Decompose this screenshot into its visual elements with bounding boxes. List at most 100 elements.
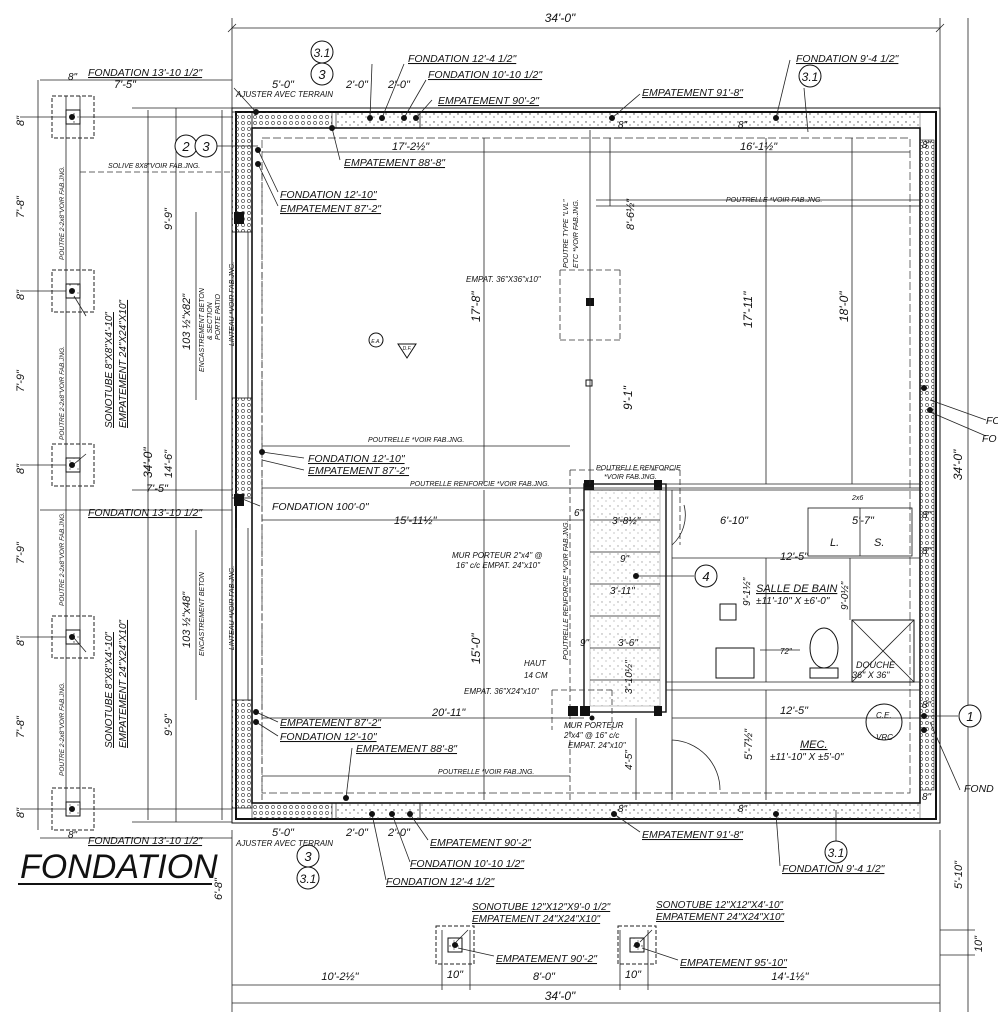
dim-9-1b: 9'-1½" (742, 577, 753, 606)
dim-20-11: 20'-11" (431, 707, 466, 719)
dim-t-8b: 8" (738, 120, 748, 131)
lbl-fond-10-10-a: FONDATION 10'-10 1/2" (428, 69, 543, 81)
lbl-poutre-v2: POUTRE 2-2x8"VOIR FAB.JNG. (59, 346, 66, 440)
lbl-sonotube-l1: SONOTUBE 8"X8"X4'-10" (104, 312, 115, 428)
lbl-cut-fond: FOND (964, 783, 994, 795)
lbl-fond-13-10-b: FONDATION 13'-10 1/2" (88, 507, 203, 519)
lbl-poutrelle-1: POUTRELLE *VOIR FAB.JNG. (726, 197, 822, 204)
dim-6: 6" (574, 508, 584, 519)
dim-p-8c: 8" (15, 463, 27, 474)
svg-text:3.1: 3.1 (828, 846, 845, 860)
dim-bot-5-0: 5'-0" (272, 827, 295, 839)
lbl-encast-1: 103 ½"x82" (181, 293, 193, 350)
lbl-fond-12-10-c: FONDATION 12'-10" (280, 731, 378, 743)
tag-3-top-left: 3 (310, 62, 334, 86)
bottom-dimension-lines (231, 830, 941, 1012)
lbl-sonotube-b2: SONOTUBE 12"X12"X4'-10" (656, 900, 784, 911)
dim-8-6: 8'-6½" (625, 198, 637, 230)
dim-15-11: 15'-11½" (394, 515, 438, 527)
lbl-2x6: 2x6 (851, 495, 863, 502)
dim-r-8b: 8" (922, 510, 932, 521)
lbl-poutre-type2: ETC *VOIR FAB.JNG. (573, 199, 580, 268)
lbl-emp-95-10: EMPATEMENT 95'-10" (680, 957, 788, 969)
lbl-sonotube-b2b: EMPATEMENT 24"X24"X10" (656, 912, 785, 923)
dim-p-7-8b: 7'-8" (15, 715, 27, 738)
ea-symbol (368, 332, 384, 348)
bathroom-fixtures (715, 507, 915, 741)
tag-3-1-top-right: 3.1 (798, 64, 822, 88)
lbl-emp-90-2-b: EMPATEMENT 90'-2" (430, 837, 532, 849)
tag-4: 4 (694, 564, 718, 588)
lbl-poutrelle-renf2: POUTRELLE RENFORCIE (596, 465, 681, 472)
lbl-mec: MEC. (800, 739, 828, 751)
dim-5-7b: 5'-7½" (743, 728, 755, 760)
lbl-poutre-v1: POUTRE 2-2x8"VOIR FAB.JNG. (59, 166, 66, 260)
lbl-empat-36-24: EMPAT. 36"X24"x10" (464, 687, 540, 696)
lbl-sonotube-l2: SONOTUBE 8"X8"X4'-10" (104, 632, 115, 748)
dim-9c: 9" (580, 638, 590, 649)
dim-15-0: 15'-0" (469, 633, 483, 664)
lbl-encast-1b: ENCASTREMENT BETON (199, 287, 206, 372)
lbl-poutrelle-2: POUTRELLE *VOIR FAB.JNG. (368, 437, 464, 444)
dim-4-5: 4'-5" (624, 750, 635, 770)
tag-3-left: 3 (194, 134, 218, 158)
lbl-sonotube-l2b: EMPATEMENT 24"X24"X10" (118, 619, 129, 748)
dim-top-2-0a: 2'-0" (345, 79, 369, 91)
tag-2: 2 (174, 134, 198, 158)
lbl-mur-porteur-2c: EMPAT. 24"x10" (568, 741, 627, 750)
lbl-mur-porteur-1b: 16" c/c EMPAT. 24"x10" (456, 561, 541, 570)
dim-9-0: 9'-0½" (840, 581, 851, 610)
dim-bot-10b: 10" (625, 969, 642, 981)
lbl-solive: SOLIVE 8X8"VOIR FAB.JNG. (108, 163, 200, 170)
lbl-cut-fo2: FO (982, 433, 997, 445)
lbl-ajuster-bot: AJUSTER AVEC TERRAIN (235, 839, 333, 848)
lbl-mur-porteur-1: MUR PORTEUR 2"x4" @ (452, 551, 543, 560)
lbl-emp-91-8-b: EMPATEMENT 91'-8" (642, 829, 744, 841)
df-label: D.F. (403, 346, 412, 352)
dim-17-11: 17'-11" (741, 291, 755, 328)
lbl-poutre-type: POUTRE TYPE "LVL" (563, 199, 570, 268)
dim-l-6-8: 6'-8" (213, 877, 225, 900)
lbl-haut: HAUT (524, 659, 547, 668)
lbl-vrc: VRC (876, 733, 893, 742)
dim-right-5-10: 5'-10" (953, 860, 965, 889)
lbl-poutrelle-renf: POUTRELLE RENFORCIE *VOIR FAB.JNG. (410, 481, 550, 488)
dim-5-7: 5'-7" (852, 515, 875, 527)
dim-b-8b: 8" (738, 804, 748, 815)
lbl-douche-dim: 36" X 36" (852, 670, 890, 680)
dim-right-10: 10" (973, 935, 985, 952)
dim-p-7-9a: 7'-9" (15, 369, 27, 392)
lbl-fond-12-4-b: FONDATION 12'-4 1/2" (386, 876, 496, 888)
df-symbol (397, 343, 417, 359)
top-dimension-lines (227, 18, 945, 110)
dim-bot-8-0: 8'-0" (533, 971, 556, 983)
dim-bot-10a: 10" (447, 969, 464, 981)
lbl-sonotube-l1b: EMPATEMENT 24"X24"X10" (118, 299, 129, 428)
lbl-fond-9-4-a: FONDATION 9'-4 1/2" (796, 53, 900, 65)
dim-p-8a: 8" (15, 115, 27, 126)
lbl-emp-87-2-c: EMPATEMENT 87'-2" (280, 717, 382, 729)
dim-p-7-8a: 7'-8" (15, 195, 27, 218)
dim-p-8b: 8" (15, 289, 27, 300)
lbl-poutrelle-renf-v: POUTRELLE RENFORCIE *VOIR FAB.JNG. (563, 520, 570, 660)
dim-3-11: 3'-11" (610, 586, 635, 597)
dim-l-14-6: 14'-6" (163, 449, 175, 478)
lbl-poutre-v4: POUTRE 2-2x8"VOIR FAB.JNG. (59, 682, 66, 776)
svg-text:3: 3 (202, 139, 210, 154)
lbl-ajuster-top: AJUSTER AVEC TERRAIN (235, 90, 333, 99)
lbl-emp-87-2-b: EMPATEMENT 87'-2" (308, 465, 410, 477)
dim-top-total: 34'-0" (545, 11, 576, 25)
lbl-fond-10-10-b: FONDATION 10'-10 1/2" (410, 858, 525, 870)
dim-r-8c: 8" (922, 546, 932, 557)
lbl-poutre-v3: POUTRE 2-2x8"VOIR FAB.JNG. (59, 512, 66, 606)
tag-3-1-bottom-right: 3.1 (824, 840, 848, 864)
dim-right-34: 34'-0" (951, 449, 965, 480)
lbl-sonotube-b1: SONOTUBE 12"X12"X9'-0 1/2" (472, 902, 611, 913)
tag-3-1-top-left: 3.1 (310, 40, 334, 64)
dim-bot-10-2: 10'-2½" (321, 971, 359, 983)
lbl-dim-72: 72" (780, 647, 793, 656)
dim-17-2: 17'-2½" (392, 141, 430, 153)
dim-12-5b: 12'-5" (780, 705, 809, 717)
dim-l-34-0: 34'-0" (141, 447, 155, 478)
